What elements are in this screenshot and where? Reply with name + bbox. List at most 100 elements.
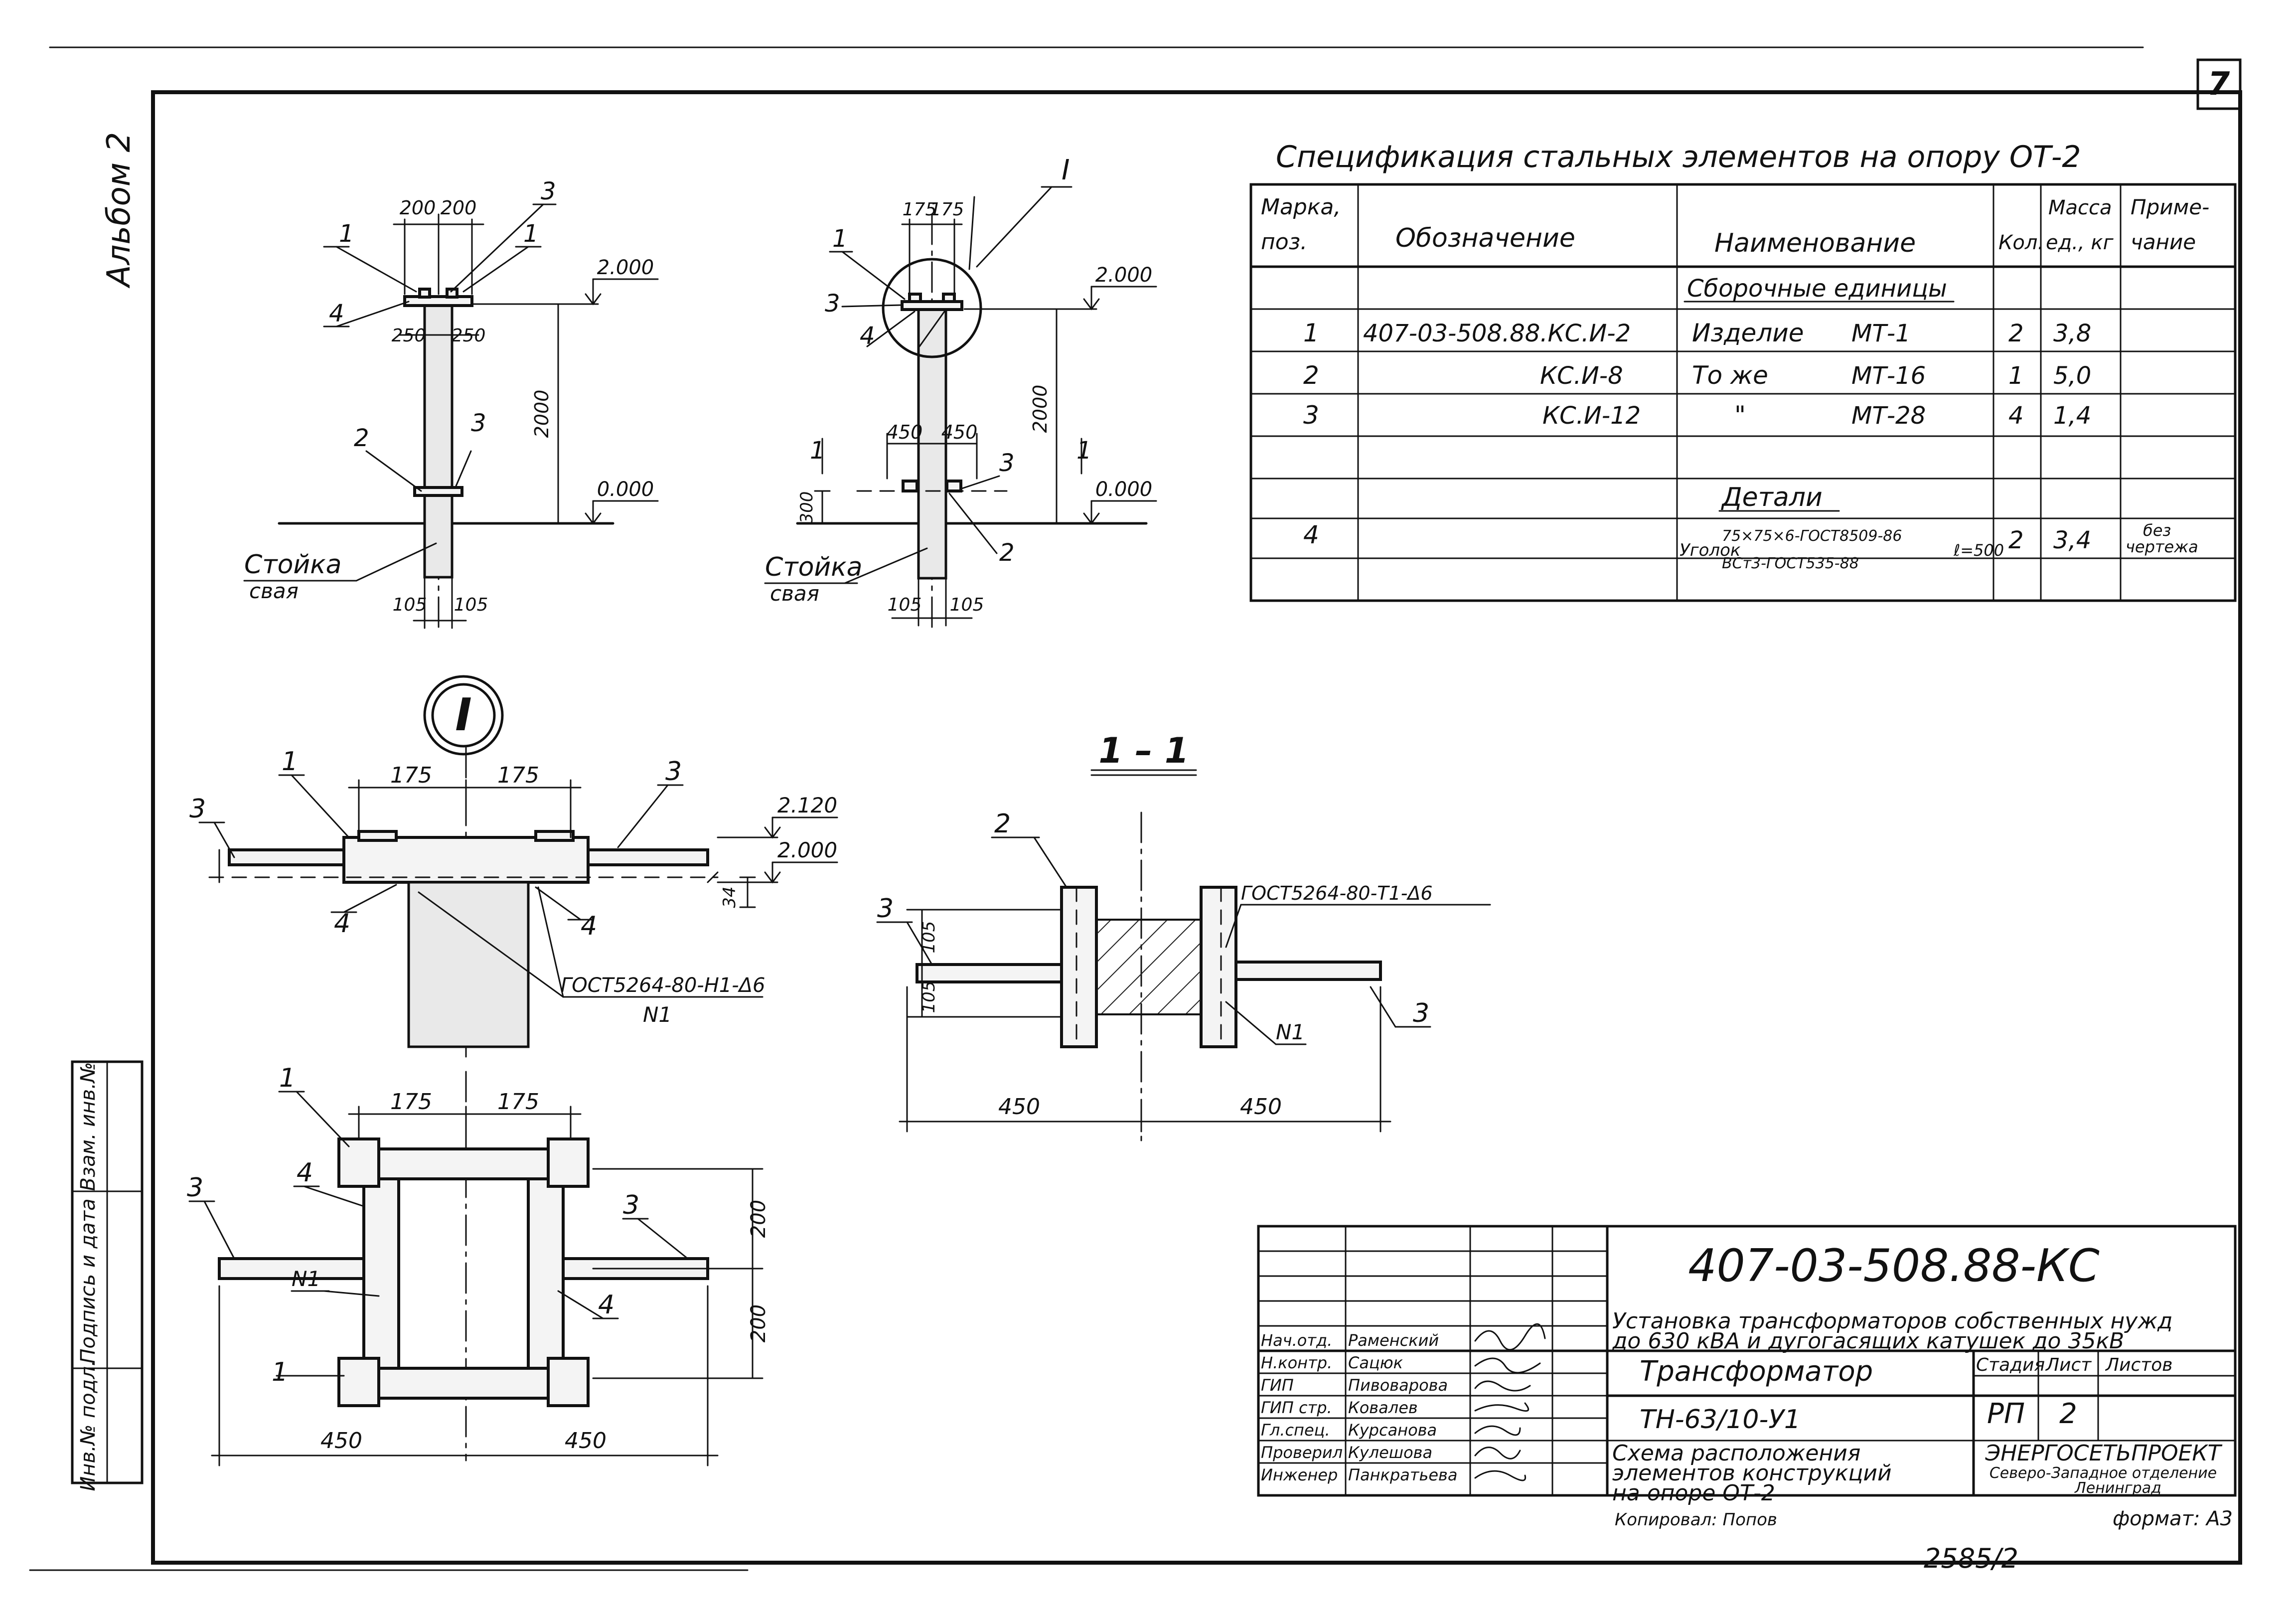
spec-header-mass-l1: Масса	[2048, 196, 2112, 219]
spec-title: Спецификация стальных элементов на опору…	[1276, 140, 2081, 174]
spec-header-mass: Масса ед., кг	[2046, 196, 2118, 254]
spec-row4-name-sub: ВСт3-ГОСТ535-88	[1722, 555, 1859, 572]
drawing-title-l2: элементов конструкций	[1612, 1460, 1892, 1486]
sheet-frame	[29, 46, 2242, 1571]
project-title-l2: до 630 кВА и дугогасящих катушек до 35кВ	[1612, 1328, 2124, 1354]
pile-front-pos3b: 3	[471, 409, 486, 437]
pile-front-dim-105b: 105	[454, 595, 488, 615]
pile-view-front	[243, 203, 659, 634]
node-i-label: I	[455, 689, 472, 741]
staff-name-6: Кулешова	[1348, 1443, 1432, 1462]
spec-row1-mass: 3,8	[2053, 320, 2091, 347]
spec-header-name: Наименование	[1714, 228, 1916, 258]
pile-side-elev-0000: 0.000	[1095, 478, 1153, 501]
doc-number: 407-03-508.88-КС	[1688, 1240, 2100, 1292]
spec-row4-note-l1: без	[2143, 521, 2171, 540]
org-city: Ленинград	[2074, 1479, 2161, 1497]
spec-header-mass-l2: ед., кг	[2046, 231, 2114, 254]
spec-row1-designation: 407-03-508.88.КС.И-2	[1363, 320, 1631, 347]
spec-row3-qty: 4	[2008, 402, 2024, 430]
node-plan-pos3b: 3	[623, 1190, 639, 1220]
node-i-plan	[188, 1071, 764, 1466]
spec-row1-qty: 2	[2008, 320, 2024, 347]
stage-value: РП	[1987, 1398, 2025, 1430]
signatures	[1474, 1323, 1546, 1481]
spec-header-pos: Марка, поз.	[1261, 194, 1348, 255]
staff-role-7: Инженер	[1261, 1465, 1338, 1484]
spec-row2-qty: 1	[2008, 362, 2024, 390]
spec-header-note-l1: Приме-	[2131, 195, 2209, 219]
spec-header-note: Приме- чание	[2131, 195, 2216, 254]
side-stamp-inv: Инв.№ подл.	[77, 1360, 100, 1491]
spec-row4-mark: ℓ=500	[1953, 541, 2004, 560]
title-block	[1257, 1225, 2237, 1497]
object-name: Трансформатор	[1640, 1355, 1873, 1388]
node-elev-gost: ГОСТ5264-80-Н1-Δ6	[561, 974, 765, 997]
node-elev-pos3a: 3	[665, 757, 682, 787]
pile-side-pos3a: 3	[825, 290, 840, 318]
spec-row1-mark: МТ-1	[1851, 320, 1911, 347]
spec-row3-name: "	[1734, 401, 1746, 430]
page-number: 7	[2208, 66, 2230, 103]
spec-header-pos-l2: поз.	[1261, 229, 1307, 255]
staff-name-7: Панкратьева	[1348, 1465, 1458, 1484]
side-stamp: Инв.№ подл. Подпись и дата Взам. инв.№	[71, 1060, 144, 1491]
format-label: формат: А3	[2113, 1507, 2233, 1530]
node-elev-pos3b: 3	[189, 794, 206, 824]
pile-front-label: Стойка	[244, 550, 341, 580]
node-plan-pos4b: 4	[598, 1290, 614, 1320]
section-dim-450a: 450	[998, 1094, 1040, 1120]
spec-header-designation: Обозначение	[1395, 223, 1575, 253]
spec-row1-name: Изделие	[1692, 319, 1804, 347]
node-elev-pos4a: 4	[334, 909, 350, 939]
spec-row4-name: Уголок	[1680, 540, 1741, 560]
spec-row4-note: без чертежа	[2126, 521, 2198, 556]
spec-row2-name: То же	[1692, 361, 1768, 390]
spec-row4-name-sup: 75×75×6-ГОСТ8509-86	[1722, 527, 1902, 545]
node-plan-n1: N1	[292, 1267, 320, 1291]
spec-row3-mark: МТ-28	[1851, 402, 1926, 430]
section-1-1	[876, 769, 1491, 1147]
pile-front-sub: свая	[249, 579, 299, 603]
staff-name-3: Пивоварова	[1348, 1376, 1448, 1395]
section-gost: ГОСТ5264-80-Т1-Δ6	[1241, 882, 1433, 904]
node-elev-dim-34: 34	[720, 886, 740, 908]
pile-side-dim-300: 300	[797, 491, 817, 524]
pile-side-pos4: 4	[860, 322, 875, 350]
node-i-elevation	[198, 747, 838, 1058]
drawing-title-l3: на опоре ОТ-2	[1612, 1480, 1775, 1506]
spec-header-pos-l1: Марка,	[1261, 194, 1341, 220]
pile-front-elev-0000: 0.000	[597, 478, 654, 501]
pile-side-label: Стойка	[765, 552, 862, 582]
pile-front-height: 2000	[531, 390, 553, 438]
node-plan-dim-175b: 175	[497, 1089, 539, 1115]
drawing-title-l1: Схема расположения	[1612, 1441, 1860, 1466]
spec-row4-pos: 4	[1303, 520, 1319, 549]
spec-row4-mass: 3,4	[2053, 526, 2091, 554]
section-pos3b: 3	[1413, 998, 1429, 1028]
sheets-header: Листов	[2105, 1355, 2172, 1375]
spec-group-details: Детали	[1721, 483, 1823, 512]
node-plan-pos3a: 3	[187, 1173, 203, 1203]
spec-header-note-l2: чание	[2131, 230, 2196, 254]
pile-front-pos4: 4	[329, 300, 344, 327]
pile-front-dim-250a: 250	[392, 325, 426, 346]
node-plan-pos4a: 4	[297, 1158, 313, 1188]
pile-side-dim-450b: 450	[941, 421, 978, 443]
org-name: ЭНЕРГОСЕТЬПРОЕКТ	[1985, 1441, 2222, 1466]
spec-row2-designation: КС.И-8	[1540, 362, 1623, 390]
spec-row4-qty: 2	[2008, 526, 2024, 554]
staff-name-5: Курсанова	[1348, 1421, 1437, 1440]
spec-row2-mass: 5,0	[2053, 362, 2091, 390]
spec-row3-mass: 1,4	[2053, 402, 2091, 430]
pile-front-pos3a: 3	[541, 177, 556, 205]
pile-side-dim-175a: 175	[903, 199, 937, 220]
node-plan-dim-200b: 200	[747, 1304, 770, 1342]
pile-side-pos1: 1	[832, 225, 848, 253]
node-elev-2120: 2.120	[777, 793, 837, 817]
pile-side-pos2: 2	[999, 539, 1015, 567]
spec-row2-pos: 2	[1303, 361, 1319, 390]
pile-view-side	[764, 186, 1157, 634]
staff-name-4: Ковалев	[1348, 1398, 1418, 1417]
sheet-header: Лист	[2045, 1355, 2092, 1375]
